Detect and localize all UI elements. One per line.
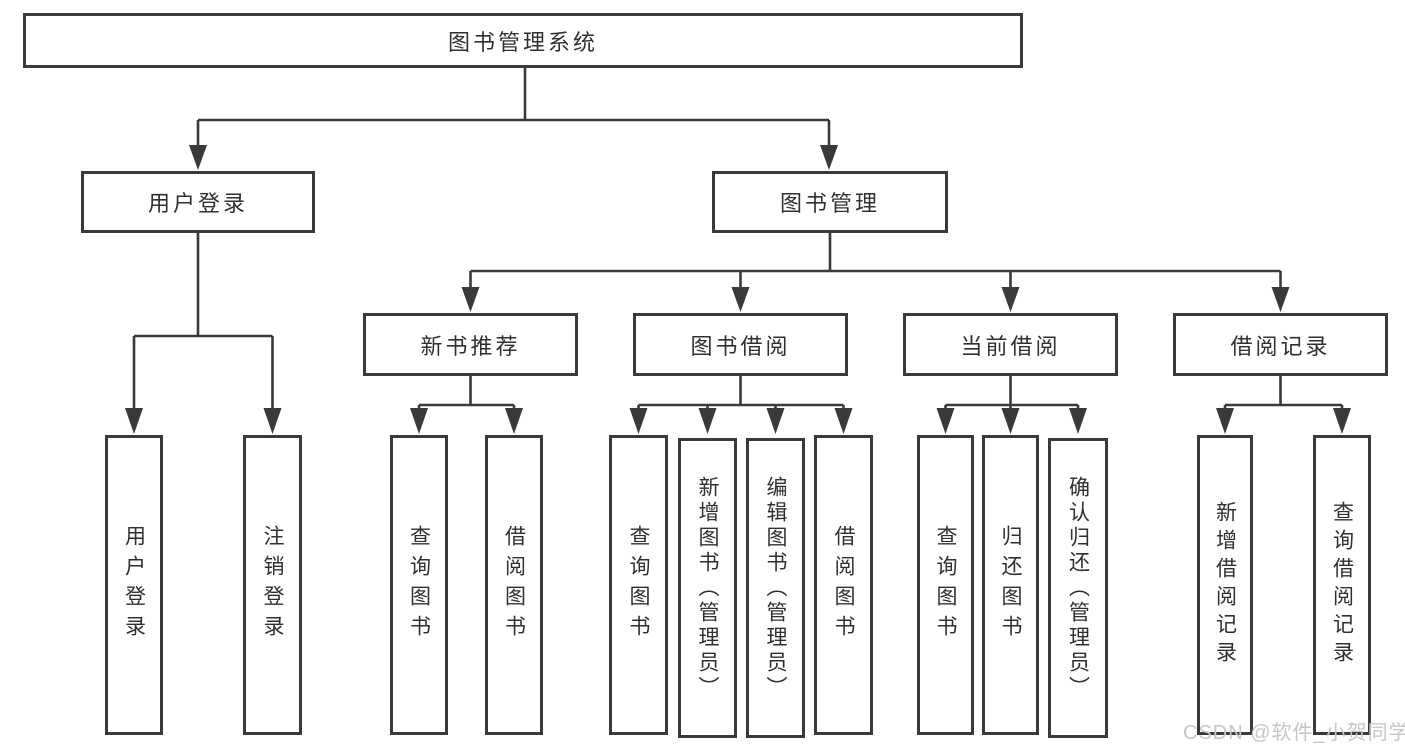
node-book-borrow: 图书借阅 [633, 313, 848, 376]
csdn-watermark: CSDN @软件_小贺同学 [1183, 722, 1405, 744]
connector-book-management-children [461, 233, 1290, 312]
leaf-edit-book-admin: 编辑图书（管理员） [746, 438, 805, 738]
node-root: 图书管理系统 [23, 13, 1023, 68]
connector-new-book-children [410, 376, 523, 434]
connector-current-borrow-children [936, 376, 1087, 434]
leaf-confirm-return-admin: 确认归还（管理员） [1048, 438, 1108, 738]
connector-root-to-level2 [189, 68, 838, 170]
node-user-login-branch: 用户登录 [81, 171, 315, 233]
leaf-borrow-book-1: 借阅图书 [485, 435, 543, 735]
leaf-user-login: 用户登录 [105, 435, 163, 735]
leaf-add-borrow-record: 新增借阅记录 [1197, 435, 1253, 735]
leaf-query-book-1: 查询图书 [390, 435, 448, 735]
leaf-logout: 注销登录 [243, 435, 302, 735]
leaf-borrow-book-2: 借阅图书 [814, 435, 873, 735]
connector-user-login-children [125, 233, 282, 434]
leaf-query-book-2: 查询图书 [609, 435, 668, 735]
node-book-management-branch: 图书管理 [712, 171, 948, 233]
leaf-return-book: 归还图书 [982, 435, 1039, 735]
node-current-borrow: 当前借阅 [903, 313, 1118, 376]
connector-book-borrow-children [629, 376, 853, 434]
node-borrow-records: 借阅记录 [1173, 313, 1388, 376]
leaf-query-book-3: 查询图书 [917, 435, 974, 735]
leaf-query-borrow-record: 查询借阅记录 [1313, 435, 1371, 735]
connector-borrow-records-children [1216, 376, 1351, 434]
leaf-add-book-admin: 新增图书（管理员） [678, 438, 737, 738]
node-new-book-recommend: 新书推荐 [363, 313, 578, 376]
